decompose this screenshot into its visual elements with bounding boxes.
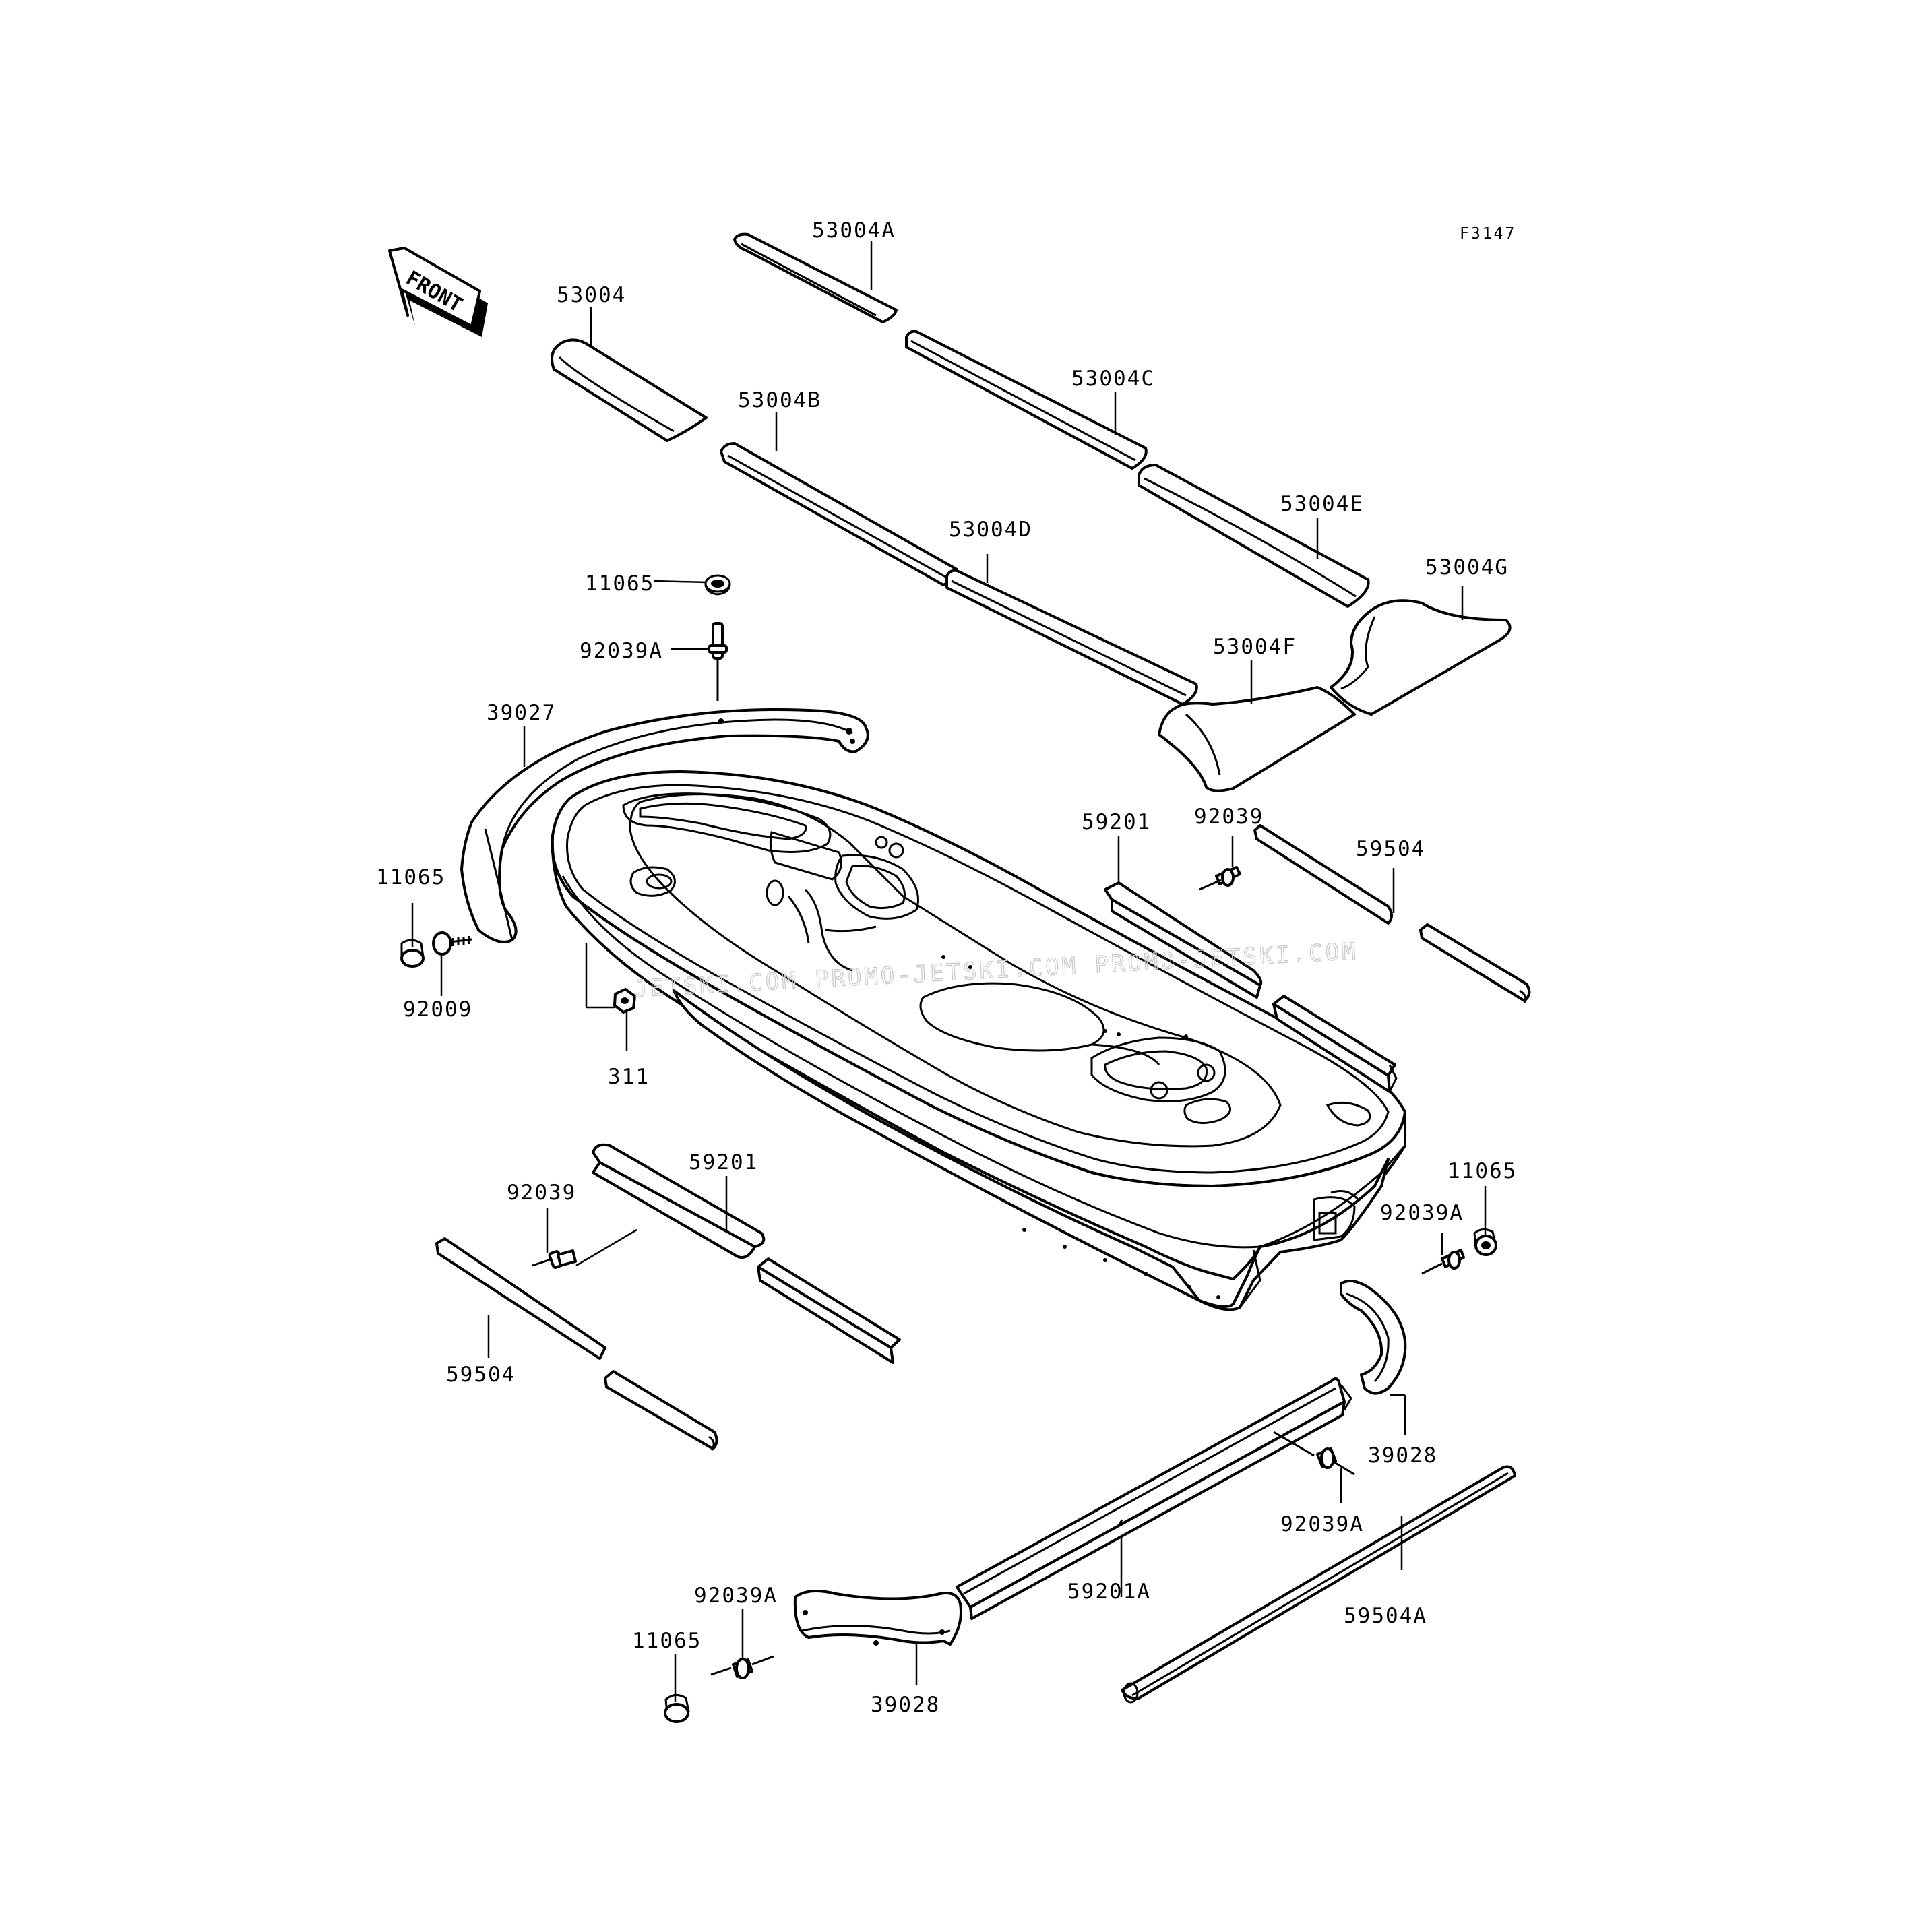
strip-right-upper-59504 [1253,824,1531,1003]
label-59504-right: 59504 [1356,837,1425,861]
label-92039A-bottom: 92039A [694,1584,778,1608]
label-92009: 92009 [403,997,472,1022]
rivet-bottom-92039A [710,1655,774,1679]
front-arrow-icon: FRONT [388,247,488,337]
label-39028-right: 39028 [1368,1443,1437,1468]
label-59201-right: 59201 [1082,810,1151,834]
grommet-top-11065 [704,574,731,596]
mat-53004F [1158,686,1356,792]
label-92039-left: 92039 [507,1181,576,1205]
cap-bottom-11065 [664,1694,690,1723]
label-39027: 39027 [487,701,556,725]
bolt-left-92009 [432,931,472,956]
rail-right-upper-59201 [1104,881,1398,1093]
label-53004D: 53004D [949,518,1032,542]
bumper-rear-bottom-39028 [793,1590,962,1646]
label-53004: 53004 [557,283,626,307]
mat-53004 [551,338,708,442]
strip-rear-59504A [1121,1465,1516,1704]
label-59504-left: 59504 [446,1363,516,1387]
label-92039A-top: 92039A [580,639,663,663]
label-311: 311 [608,1065,650,1089]
rivet-right-upper-92039 [1199,866,1241,891]
bumper-rear-right-39028 [1340,1280,1407,1395]
rivet-right-mid-92039A [1421,1249,1465,1275]
mat-53004A [733,232,898,323]
label-92039A-right-lower: 92039A [1280,1512,1364,1536]
strip-left-lower-59504 [435,1237,718,1451]
leader-lines [411,241,1487,1702]
label-39028-bottom: 39028 [871,1693,940,1717]
hull [551,770,1406,1311]
figure-id: F3147 [1460,225,1516,243]
rivet-left-lower-92039 [532,1249,577,1269]
rivet-right-lower-92039A [1273,1431,1355,1476]
mat-53004D [945,569,1198,706]
label-92039A-right-mid: 92039A [1380,1201,1464,1225]
label-59201A: 59201A [1067,1580,1151,1604]
label-59201-left: 59201 [689,1150,758,1175]
label-11065-top: 11065 [585,571,654,596]
mat-53004B [720,442,958,586]
rivet-top-92039A [708,622,728,701]
mat-53004C [905,330,1148,470]
label-53004F: 53004F [1213,635,1297,659]
label-11065-bottom: 11065 [632,1629,702,1653]
mat-53004G [1330,599,1512,716]
cap-left-11065 [400,939,425,968]
label-53004C: 53004C [1071,367,1155,391]
label-53004G: 53004G [1425,555,1509,580]
bumper-front-39027 [460,708,869,943]
label-59504A: 59504A [1344,1604,1427,1628]
label-11065-left: 11065 [376,865,445,890]
nut-311 [613,988,636,1014]
label-53004E: 53004E [1280,492,1364,516]
label-53004B: 53004B [738,388,821,412]
part-labels: 53004A 53004 53004C 53004B 53004E 53004D… [376,218,1517,1717]
rail-rear-59201A [956,1377,1352,1620]
label-11065-right: 11065 [1447,1159,1517,1183]
label-53004A: 53004A [812,218,896,243]
rail-left-lower-59201 [592,1143,901,1364]
mat-53004E [1138,464,1370,608]
label-92039-right: 92039 [1194,805,1264,829]
